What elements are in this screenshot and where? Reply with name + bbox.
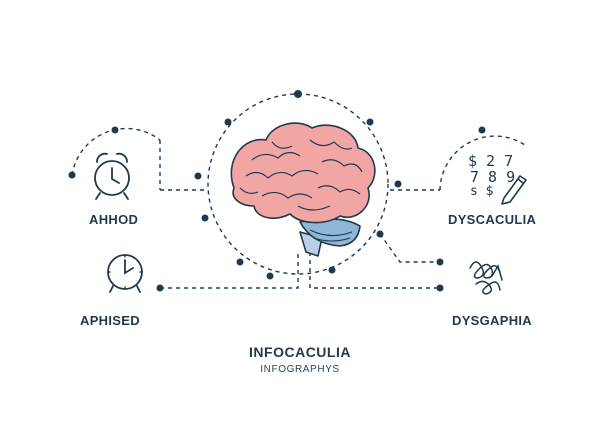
- connector-dot: [156, 284, 164, 292]
- scribble-icon: [469, 261, 503, 295]
- connector-dot: [111, 126, 119, 134]
- number-glyph-row-3: s $: [470, 184, 494, 199]
- connector-line-bottom-center: [309, 252, 440, 289]
- connector-dot: [236, 258, 244, 266]
- connector-arc-top-left: [71, 127, 161, 176]
- connector-dot: [394, 180, 402, 188]
- connector-dot: [328, 266, 336, 274]
- connector-line-bottom-right: [379, 233, 440, 263]
- alarm-clock-icon: [94, 152, 130, 200]
- connector-dot: [436, 258, 444, 266]
- label-dysgaphia: DYSGAPHIA: [452, 313, 532, 328]
- connector-dot: [478, 126, 486, 134]
- connector-dot: [376, 230, 384, 238]
- connector-dot: [194, 172, 202, 180]
- brain-icon: [230, 122, 376, 257]
- connector-arc-top-right: [439, 135, 526, 191]
- connector-dot: [201, 214, 209, 222]
- connector-dot: [266, 272, 274, 280]
- wall-clock-icon: [107, 254, 143, 293]
- connector-line-bottom-left: [160, 252, 299, 289]
- label-ahhod: AHHOD: [89, 212, 139, 227]
- connector-dots: [68, 90, 486, 292]
- number-glyph-row-2: 7 8 9: [470, 168, 516, 186]
- connector-dot: [294, 90, 302, 98]
- brain-orbit-ring: [207, 93, 389, 275]
- connector-dot: [366, 118, 374, 126]
- infographic-subtitle: INFOGRAPHYS: [260, 364, 340, 375]
- connector-dot: [224, 118, 232, 126]
- label-aphised: APHISED: [80, 313, 140, 328]
- cerebrum: [230, 122, 376, 224]
- number-glyph-row-1: $ 2 7: [468, 152, 514, 170]
- infographic-title: INFOCACULIA: [249, 344, 351, 360]
- pencil-icon: [501, 175, 527, 205]
- label-dyscaculia: DYSCACULIA: [448, 212, 537, 227]
- connector-dot: [68, 171, 76, 179]
- connector-dot: [436, 284, 444, 292]
